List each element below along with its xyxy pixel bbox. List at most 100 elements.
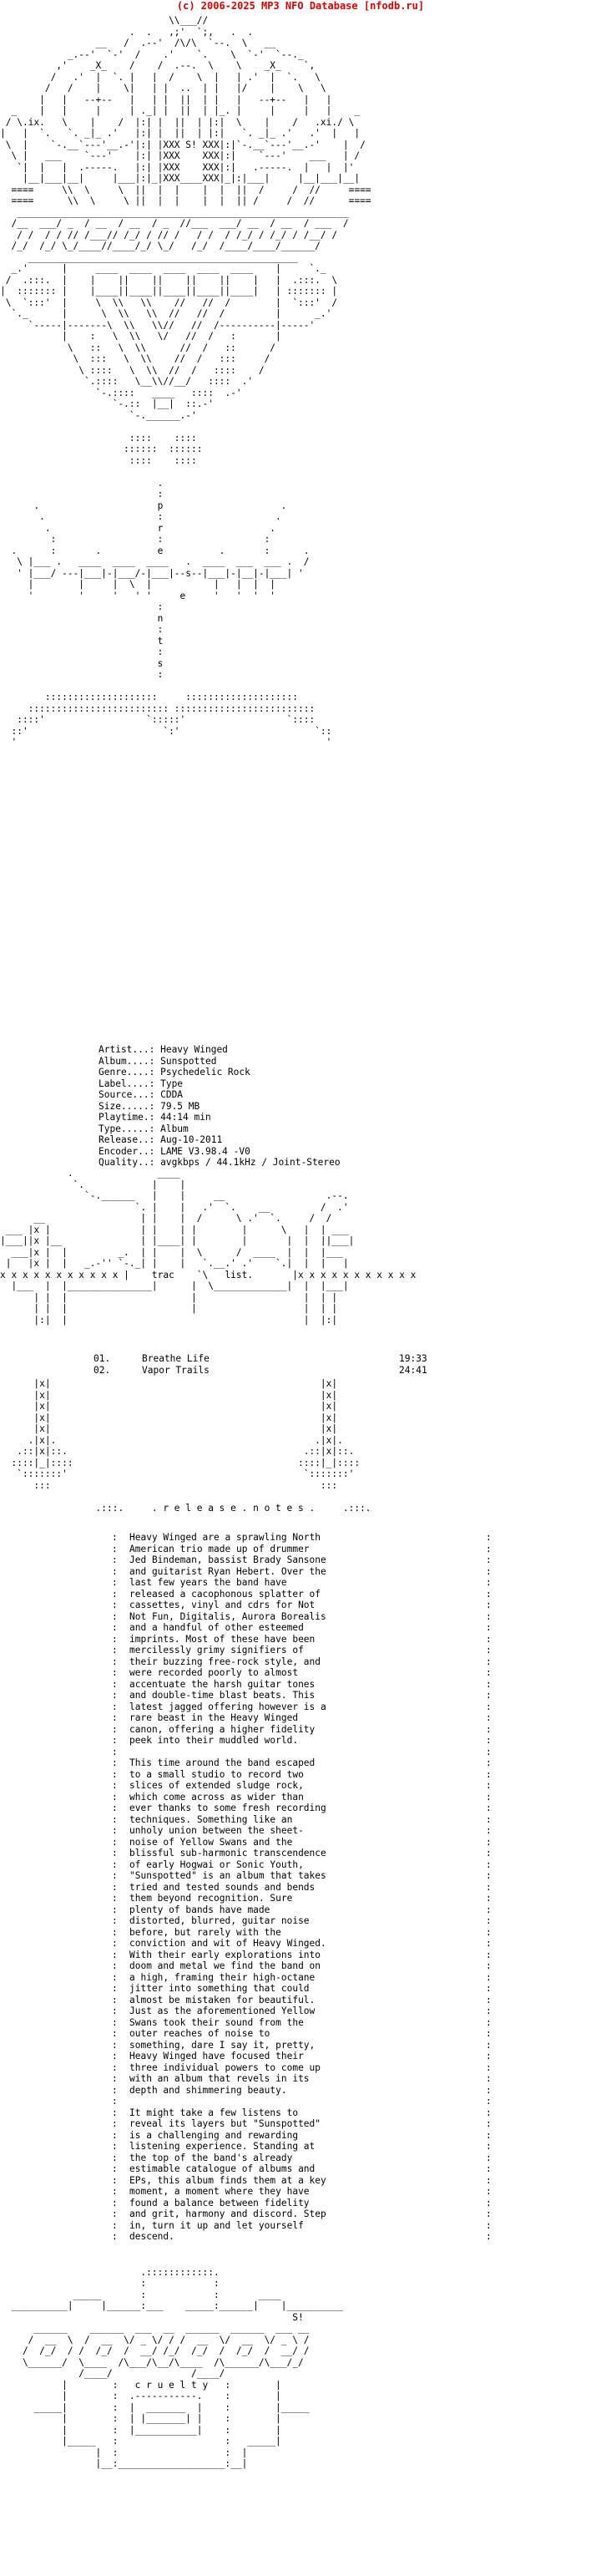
notes-text: With their early explorations into [129,1949,321,1960]
notes-line: :"Sunspotted" is an album that takes: [0,1870,601,1882]
notes-line: :rare beast in the Heavy Winged: [0,1712,601,1724]
notes-border-right: : [486,1543,492,1554]
notes-text: imprints. Most of these have been [129,1633,316,1645]
notes-text: a high, framing their high-octane [129,1971,316,1983]
notes-border-left: : [112,1645,118,1656]
notes-border-left: : [112,1554,118,1565]
notes-line: :This time around the band escaped: [0,1757,601,1769]
notes-border-right: : [486,2129,492,2141]
notes-line: :Just as the aforementioned Yellow: [0,2006,601,2017]
notes-text: conviction and wit of Heavy Winged. [129,1938,326,1949]
notes-line: :which come across as wider than: [0,1792,601,1803]
notes-border-left: : [112,2163,118,2174]
notes-text: found a balance between fidelity [129,2197,310,2208]
notes-border-left: : [112,1690,118,1701]
notes-text: distorted, blurred, guitar noise [129,1915,310,1926]
notes-line: :imprints. Most of these have been: [0,1634,601,1645]
notes-border-right: : [486,1678,492,1690]
notes-border-right: : [486,2197,492,2208]
notes-border-left: : [112,1938,118,1949]
notes-line: :the top of the band's already: [0,2153,601,2164]
notes-border-left: : [112,1633,118,1645]
notes-border-left: : [112,1926,118,1938]
site-header: (c) 2006-2025 MP3 NFO Database [nfodb.ru… [176,0,425,12]
notes-text: blissful sub-harmonic transcendence [129,1848,326,1858]
notes-border-right: : [486,1836,492,1848]
notes-text: Heavy Winged are a sprawling North [129,1532,321,1543]
notes-line: :: [0,1747,601,1758]
notes-border-right: : [486,1667,492,1678]
track-title: Vapor Trails [142,1364,210,1376]
notes-line: :and guitarist Ryan Hebert. Over the: [0,1566,601,1578]
notes-border-right: : [486,2231,492,2242]
notes-border-right: : [486,2084,492,2096]
notes-text: descend. [129,2231,174,2242]
info-value: Psychedelic Rock [160,1067,250,1078]
notes-text: in, turn it up and let yourself [129,2219,304,2231]
notes-line: :released a cacophonous splatter of: [0,1589,601,1600]
notes-border-right: : [486,1893,492,1904]
notes-border-left: : [112,2107,118,2118]
notes-border-left: : [112,2096,118,2107]
notes-border-right: : [486,2006,492,2016]
notes-border-left: : [112,1757,118,1768]
notes-line: :noise of Yellow Swans and the: [0,1837,601,1848]
notes-border-right: : [486,1532,492,1543]
notes-text: cassettes, vinyl and cdrs for Not [129,1600,316,1610]
notes-text: something, dare I say it, pretty, [129,2039,316,2051]
info-label: Album....: [98,1055,161,1067]
notes-border-left: : [112,1858,118,1870]
notes-line: :were recorded poorly to almost: [0,1667,601,1679]
notes-text: released a cacophonous splatter of [129,1588,321,1600]
notes-border-left: : [112,1656,118,1667]
notes-border-right: : [486,1656,492,1667]
notes-border-left: : [112,1565,118,1577]
info-row: Label....: Type [0,1078,601,1090]
notes-border-right: : [486,1858,492,1870]
notes-text: before, but rarely with the [129,1926,281,1938]
notes-line: :moment, a moment where they have: [0,2186,601,2198]
notes-border-left: : [112,1735,118,1746]
notes-border-left: : [112,2006,118,2016]
notes-line: :and grit, harmony and discord. Step: [0,2208,601,2220]
notes-text: It might take a few listens to [129,2107,299,2118]
notes-text: Swans took their sound from the [129,2016,304,2028]
notes-border-right: : [486,2163,492,2174]
notes-text: with an album that revels in its [129,2073,310,2084]
track-time: 19:33 [399,1353,427,1364]
ascii-art-logo: \\___// . . ,;' `;, . . __ / .--' /\/\ `… [0,15,371,748]
notes-border-right: : [486,2141,492,2152]
notes-border-left: : [112,1848,118,1858]
notes-border-left: : [112,1881,118,1893]
notes-text: almost be mistaken for beautiful. [129,1994,316,2006]
info-value: 44:14 min [160,1112,211,1123]
notes-line: :canon, offering a higher fidelity: [0,1724,601,1736]
notes-text: and double-time blast beats. This [129,1690,316,1701]
notes-border-left: : [112,1678,118,1690]
notes-line: :Jed Bindeman, bassist Brady Sansone: [0,1554,601,1566]
info-value: Type [160,1078,184,1089]
notes-border-right: : [486,2096,492,2107]
notes-border-right: : [486,1554,492,1565]
info-label: Genre....: [98,1067,161,1078]
info-value: 79.5 MB [160,1100,200,1112]
notes-text: ever thanks to some fresh recording [129,1803,326,1813]
notes-line: :distorted, blurred, guitar noise: [0,1915,601,1927]
notes-text: This time around the band escaped [129,1757,316,1768]
notes-line: :accentuate the harsh guitar tones: [0,1679,601,1691]
notes-border-right: : [486,1723,492,1735]
notes-border-left: : [112,1746,118,1757]
notes-border-left: : [112,2028,118,2039]
notes-text: three individual powers to come up [129,2061,321,2073]
notes-border-right: : [486,2039,492,2051]
notes-border-right: : [486,1926,492,1938]
ascii-art-notes-frame: |x| |x| |x| |x| |x| |x| |x| [11,1378,371,1514]
notes-text: EPs, this album finds them at a key [129,2174,326,2186]
notes-line: :descend.: [0,2231,601,2243]
track-number: 01. [93,1353,111,1364]
notes-border-left: : [112,2174,118,2186]
notes-text: reveal its layers but "Sunspotted" [129,2118,321,2129]
notes-line: :With their early explorations into: [0,1950,601,1961]
